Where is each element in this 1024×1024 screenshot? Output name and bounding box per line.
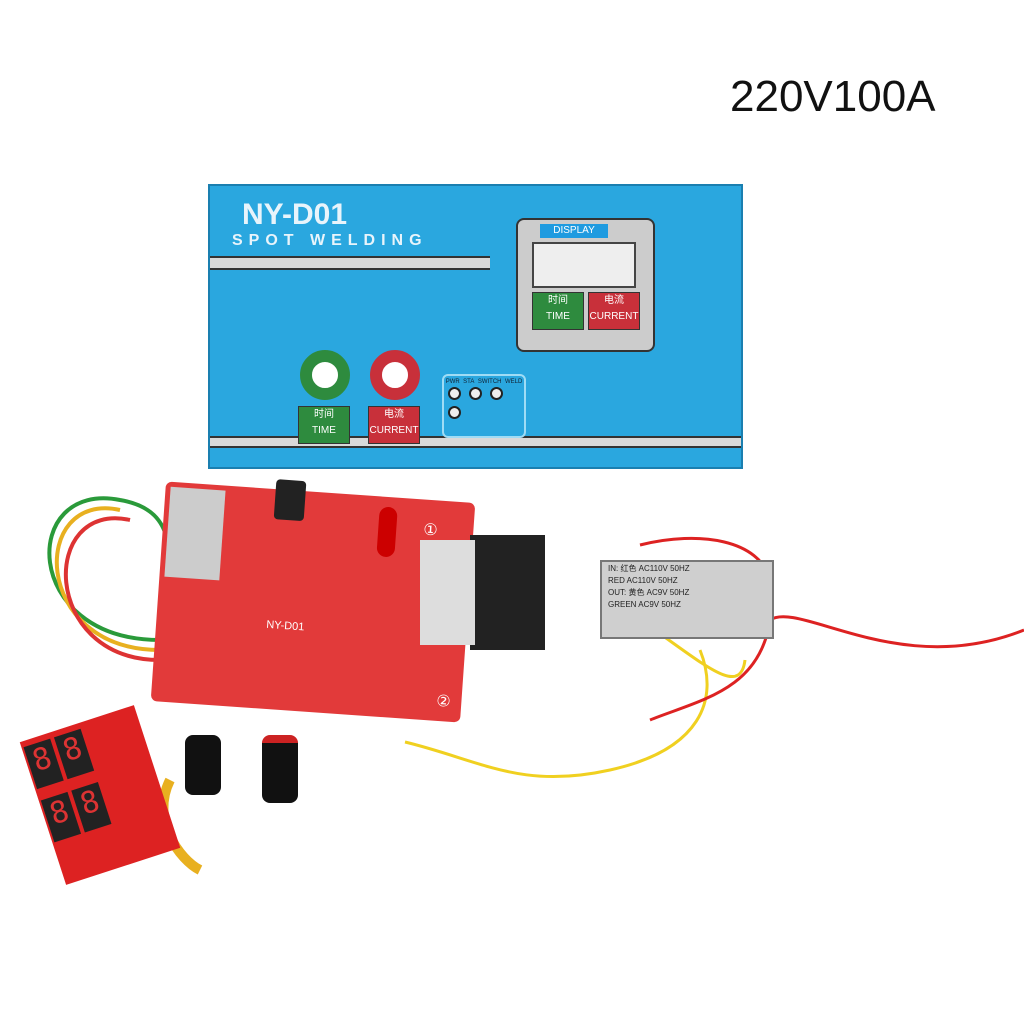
display-label: DISPLAY	[540, 224, 608, 238]
label-cn: 时间	[314, 409, 334, 420]
front-panel: NY-D01 SPOT WELDING DISPLAY 时间 TIME 电流 CUR…	[208, 184, 743, 469]
current-knob[interactable]	[262, 735, 298, 803]
current-label: 电流 CURRENT	[368, 406, 420, 444]
display-frame: DISPLAY 时间 TIME 电流 CURRENT	[516, 218, 655, 352]
led-indicators: PWR STA SWITCH WELD	[442, 374, 526, 438]
led-icon	[448, 387, 461, 400]
label-en: TIME	[546, 311, 570, 322]
time-button[interactable]: 时间 TIME	[532, 292, 584, 330]
time-knob[interactable]	[185, 735, 221, 795]
time-knob-hole	[300, 350, 350, 400]
board-label: NY-D01	[265, 618, 305, 634]
fuse	[376, 506, 398, 558]
terminal-block	[164, 486, 226, 581]
led-label: PWR	[445, 379, 460, 385]
relay-terminals	[420, 540, 475, 645]
label-cn: 电流	[384, 409, 404, 420]
panel-model: NY-D01	[242, 198, 348, 231]
led-icon	[490, 387, 503, 400]
transformer: IN: 红色 AC110V 50HZ RED AC110V 50HZ OUT: …	[600, 560, 774, 639]
product-title: 220V100A	[730, 72, 936, 121]
led-icon	[448, 406, 461, 419]
decor-strip	[210, 256, 490, 270]
marker-2: ②	[435, 692, 452, 711]
label-en: CURRENT	[369, 425, 419, 436]
current-button[interactable]: 电流 CURRENT	[588, 292, 640, 330]
label-cn: 时间	[548, 295, 568, 306]
led-icon	[469, 387, 482, 400]
spec-line: RED AC110V 50HZ	[608, 576, 678, 585]
marker-1: ①	[422, 521, 439, 540]
relay-heatsink	[470, 535, 545, 650]
capacitor	[273, 479, 307, 522]
spec-line: GREEN AC9V 50HZ	[608, 600, 681, 609]
label-en: CURRENT	[589, 311, 639, 322]
display-window	[532, 242, 636, 288]
spec-line: IN: 红色 AC110V 50HZ	[608, 564, 690, 573]
led-label: SWITCH	[477, 379, 502, 385]
led-label: STA	[463, 379, 475, 385]
panel-subtitle: SPOT WELDING	[232, 232, 428, 249]
label-cn: 电流	[604, 295, 624, 306]
spec-line: OUT: 黄色 AC9V 50HZ	[608, 588, 690, 597]
current-knob-hole	[370, 350, 420, 400]
led-label: WELD	[504, 379, 523, 385]
time-label: 时间 TIME	[298, 406, 350, 444]
label-en: TIME	[312, 425, 336, 436]
